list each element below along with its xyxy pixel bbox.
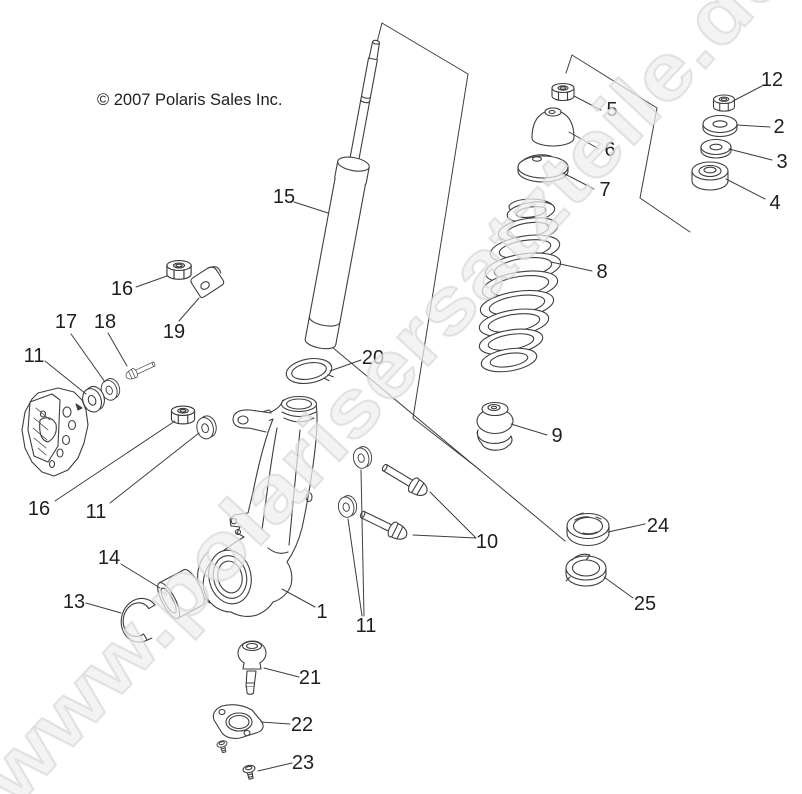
callout-21-12: 21: [299, 667, 321, 689]
flat-washer-2: [702, 114, 738, 138]
spring-retainer-upper: [566, 512, 610, 547]
snap-ring: [120, 597, 156, 643]
callout-1-10: 1: [316, 601, 327, 623]
bolt-18: [123, 358, 158, 382]
spring-cap: [517, 154, 569, 183]
callout-9-17: 9: [551, 425, 562, 447]
group-bracket-mount-hardware: [565, 54, 691, 233]
callout-11-7: 11: [86, 501, 107, 523]
steering-knuckle: [197, 395, 318, 617]
screw-23: [241, 763, 258, 781]
spring-retainer-lower: [565, 553, 607, 587]
copyright-notice: © 2007 Polaris Sales Inc.: [97, 91, 283, 109]
callout-5-19: 5: [606, 99, 617, 121]
group-bracket-strut-assembly: [331, 22, 566, 542]
callout-15-0: 15: [273, 186, 295, 208]
strut-shock-absorber: [304, 39, 381, 350]
callout-23-14: 23: [292, 752, 314, 774]
ball-joint: [237, 640, 267, 695]
brake-caliper-assembly: [21, 387, 89, 477]
callout-18-4: 18: [94, 311, 116, 333]
callout-14-8: 14: [98, 547, 120, 569]
callout-24-26: 24: [647, 515, 669, 537]
bearing: [157, 568, 205, 620]
callout-3-24: 3: [776, 151, 787, 173]
callout-17-3: 17: [55, 311, 77, 333]
callout-11-11: 11: [356, 615, 377, 637]
clamp-bracket-19: [190, 266, 225, 299]
ball-joint-plate: [212, 704, 264, 739]
flange-nut-16-upper: [166, 259, 192, 280]
callout-6-20: 6: [604, 139, 615, 161]
rubber-bushing-4: [691, 161, 729, 191]
lock-nut-5: [551, 82, 575, 102]
callout-16-6: 16: [28, 498, 50, 520]
dome-bushing: [531, 107, 575, 147]
callout-25-27: 25: [634, 593, 656, 615]
coil-spring: [478, 198, 562, 373]
callout-13-9: 13: [63, 591, 85, 613]
bolt-10-lower: [356, 506, 411, 544]
washer-11-mid: [193, 413, 220, 442]
strut-washer: [285, 357, 334, 385]
callout-16-1: 16: [111, 278, 133, 300]
callout-11-5: 11: [24, 345, 45, 367]
callout-2-23: 2: [773, 116, 784, 138]
flat-washer-3: [700, 138, 732, 159]
callout-19-2: 19: [163, 321, 185, 343]
callout-7-21: 7: [599, 179, 610, 201]
callout-4-25: 4: [769, 192, 780, 214]
screw-upper: [215, 739, 230, 754]
washer-11-bolt-lower: [335, 493, 360, 520]
bump-stop: [476, 401, 514, 451]
bolt-10-upper: [378, 459, 431, 500]
callout-10-16: 10: [476, 531, 498, 553]
callout-22-13: 22: [291, 714, 313, 736]
lock-nut-12: [713, 94, 735, 112]
leader-lines: [44, 85, 773, 772]
callout-8-18: 8: [596, 261, 607, 283]
callout-12-22: 12: [761, 69, 783, 91]
callout-20-15: 20: [362, 347, 384, 369]
